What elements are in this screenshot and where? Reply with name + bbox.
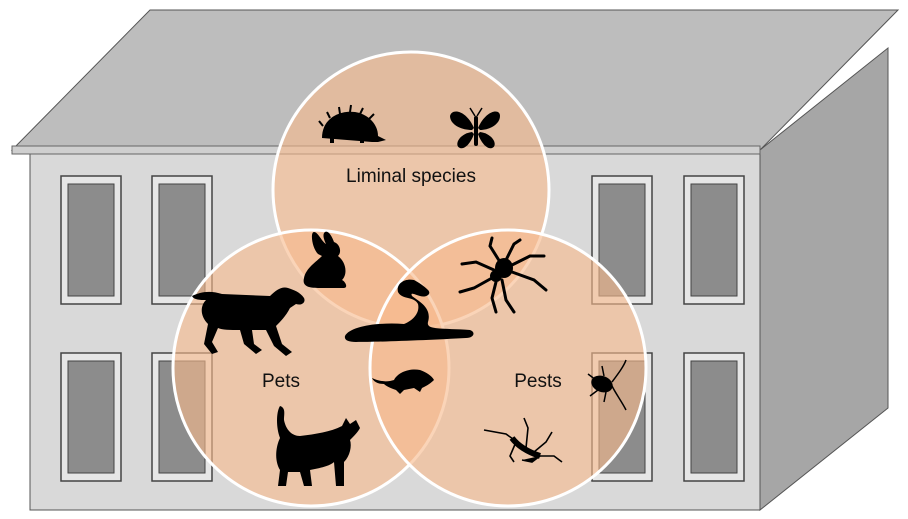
window	[684, 353, 744, 481]
set-label-pests: Pests	[514, 371, 562, 392]
window	[61, 353, 121, 481]
set-label-liminal-species: Liminal species	[346, 166, 476, 187]
window	[61, 176, 121, 304]
window	[684, 176, 744, 304]
set-label-pets: Pets	[262, 371, 300, 392]
